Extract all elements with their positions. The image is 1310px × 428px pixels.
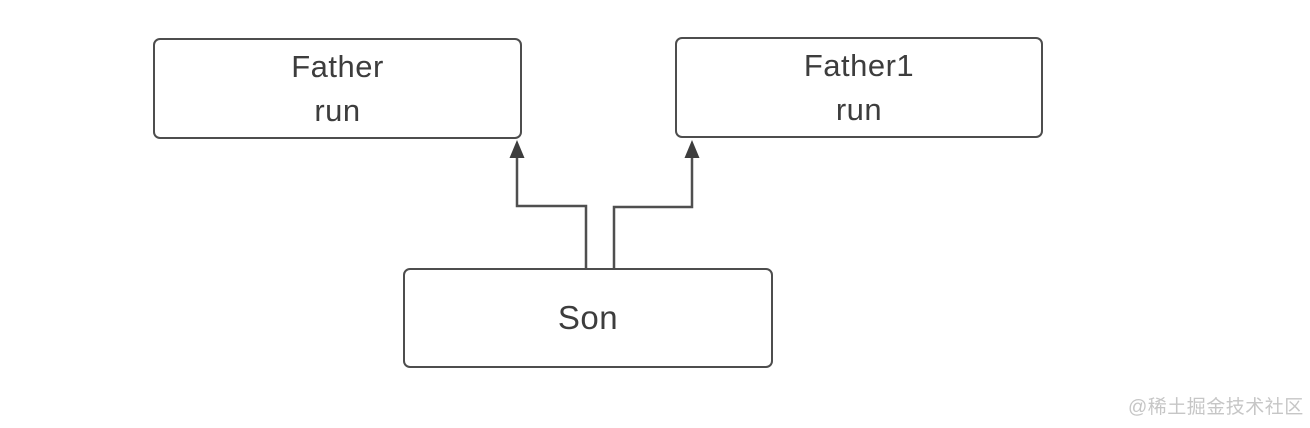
- node-father1-method: run: [835, 91, 883, 127]
- node-son-label: Son: [557, 299, 619, 336]
- node-father1-label: Father1: [803, 47, 915, 83]
- arrowhead-up-icon: [684, 140, 700, 158]
- connector-son-to-father1: [612, 156, 694, 268]
- node-father: Father run: [153, 38, 522, 139]
- node-father-label: Father: [291, 48, 384, 84]
- node-father-method: run: [314, 92, 361, 128]
- node-son: Son: [403, 268, 773, 368]
- connector-son-to-father: [515, 156, 588, 268]
- watermark: @稀土掘金技术社区: [1128, 397, 1304, 418]
- arrowhead-up-icon: [509, 140, 525, 158]
- node-father1: Father1 run: [675, 37, 1043, 138]
